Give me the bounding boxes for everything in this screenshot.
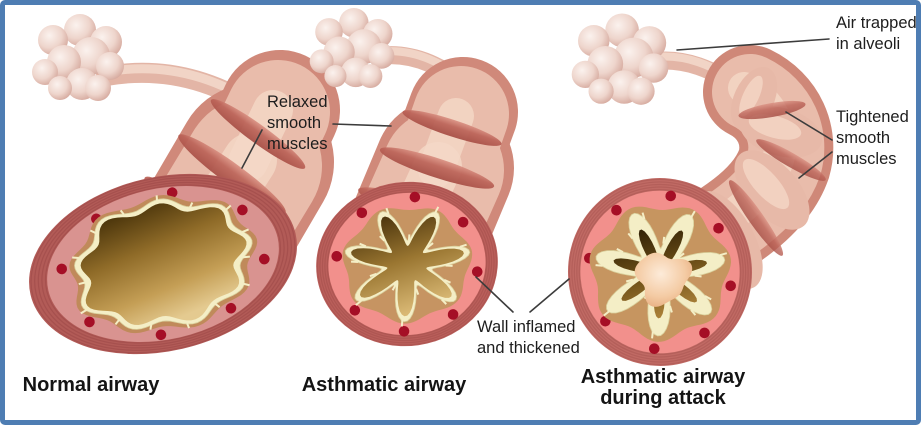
- blood-vessel-dot: [409, 191, 421, 203]
- callout-text-line: muscles: [267, 135, 328, 153]
- blood-vessel-dot: [258, 253, 270, 265]
- blood-vessel-dot: [166, 187, 178, 198]
- alveoli-cluster-normal: [32, 14, 124, 101]
- blood-vessel-dot: [349, 305, 361, 316]
- caption-text-line: during attack: [600, 387, 726, 409]
- leader-air-trapped: [676, 38, 830, 51]
- alveoli-cluster-attack: [571, 13, 669, 105]
- blood-vessel-dot: [457, 216, 469, 228]
- blood-vessel-dot: [356, 207, 368, 219]
- artwork-layer: [29, 7, 834, 366]
- callout-text-line: smooth: [836, 129, 891, 147]
- callout-text-line: Air trapped: [836, 14, 917, 32]
- leader-wall-to-attack: [529, 278, 570, 313]
- leader-tightened-upper: [785, 111, 833, 141]
- blood-vessel-dot: [225, 302, 237, 314]
- callout-air-trapped-in-alveoli: Air trapped in alveoli: [836, 13, 917, 55]
- leader-wall-to-asthmatic: [475, 276, 514, 313]
- blood-vessel-dot: [648, 343, 660, 354]
- blood-vessel-dot: [331, 251, 343, 262]
- blood-vessel-dot: [611, 204, 622, 216]
- callout-text-line: smooth: [267, 114, 322, 132]
- callout-text-line: in alveoli: [836, 35, 901, 53]
- caption-asthmatic-airway: Asthmatic airway: [301, 374, 467, 396]
- blood-vessel-dot: [84, 316, 95, 328]
- blood-vessel-dot: [237, 204, 248, 216]
- caption-asthmatic-airway-during-attack: Asthmatic airway during attack: [581, 367, 746, 409]
- blood-vessel-dot: [398, 325, 410, 337]
- callout-wall-inflamed: Wall inflamed and thickened: [477, 317, 580, 359]
- blood-vessel-dot: [447, 309, 459, 320]
- blood-vessel-dot: [56, 263, 68, 275]
- caption-text-line: Asthmatic airway: [580, 366, 746, 388]
- callout-text-line: and thickened: [477, 339, 580, 357]
- callout-relaxed-smooth-muscles: Relaxed smooth muscles: [267, 92, 328, 155]
- lumen: [80, 203, 247, 325]
- callout-text-line: Tightened: [836, 108, 909, 126]
- blood-vessel-dot: [665, 190, 677, 202]
- cross-section-asthmatic: [316, 181, 498, 347]
- alveoli-cluster-asthmatic: [309, 7, 395, 89]
- mucus-plug: [634, 252, 693, 307]
- callout-text-line: Wall inflamed: [477, 318, 576, 336]
- cross-section-normal: [29, 173, 297, 355]
- blood-vessel-dot: [155, 329, 167, 341]
- callout-tightened-smooth-muscles: Tightened smooth muscles: [836, 107, 909, 170]
- blood-vessel-dot: [471, 266, 483, 277]
- callout-text-line: Relaxed: [267, 93, 328, 111]
- cross-section-attack: [567, 178, 753, 366]
- leader-lines: [241, 38, 833, 313]
- caption-normal-airway: Normal airway: [22, 374, 160, 396]
- callout-text-line: muscles: [836, 150, 897, 168]
- leader-relaxed-to-normal: [241, 129, 263, 169]
- lumen: [351, 216, 464, 317]
- blood-vessel-dot: [713, 222, 724, 234]
- blood-vessel-dot: [699, 327, 710, 339]
- blood-vessel-dot: [725, 280, 736, 292]
- leader-relaxed-to-asthmatic: [332, 123, 392, 127]
- leader-tightened-lower: [798, 151, 833, 179]
